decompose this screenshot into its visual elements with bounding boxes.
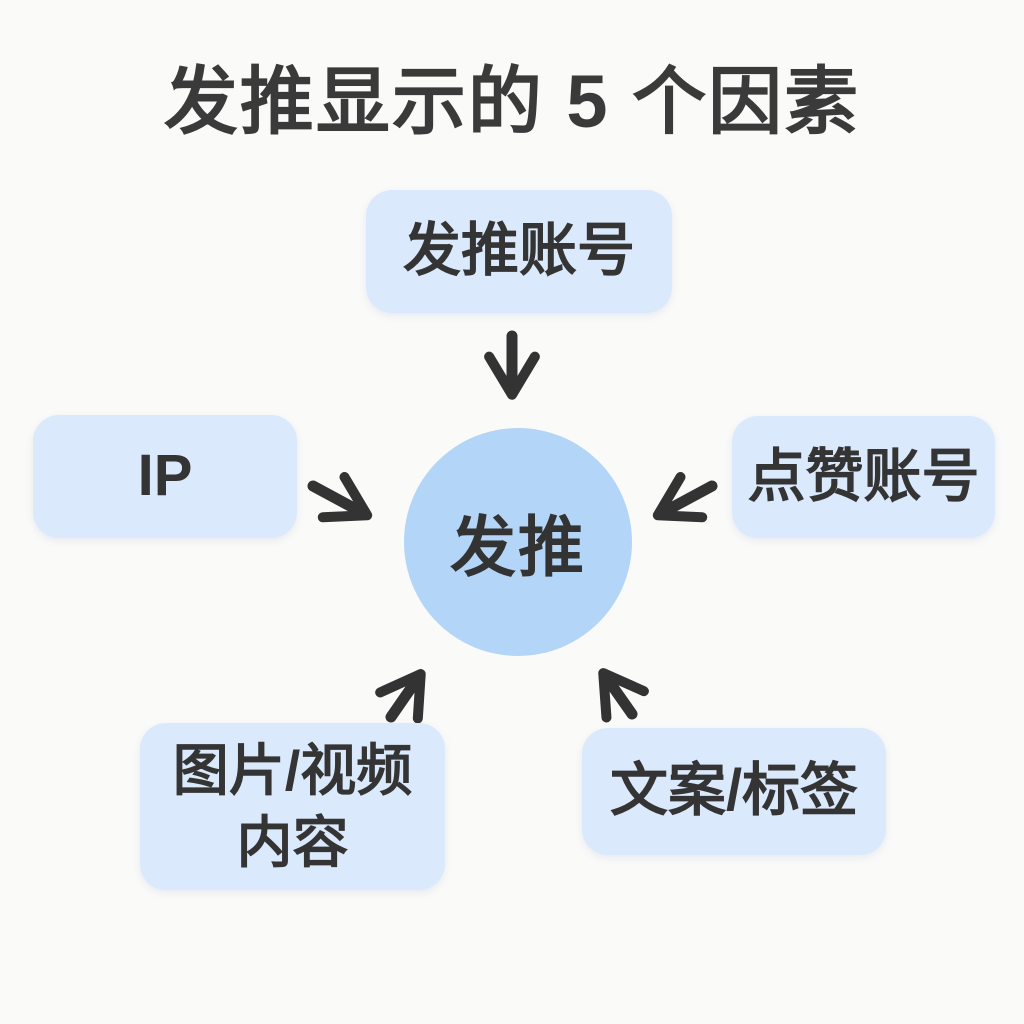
factor-box-image-video-content: 图片/视频 内容 [140,723,445,890]
factor-label-line1: 图片/视频 [172,738,413,802]
factor-label: IP [137,443,193,509]
factor-label-line2: 内容 [236,810,349,874]
hub-circle-tweet: 发推 [404,428,632,656]
factor-box-ip: IP [33,415,297,538]
hub-label: 发推 [450,510,586,584]
arrow-bottom-left-to-center [375,669,426,724]
arrow-right-to-center [652,472,718,523]
factor-box-copy-tags: 文案/标签 [582,728,886,855]
factor-box-like-account: 点赞账号 [732,416,995,538]
factor-box-tweet-account: 发推账号 [366,190,672,313]
factor-label: 点赞账号 [747,443,980,509]
factor-label: 文案/标签 [609,758,859,824]
factor-label: 发推账号 [402,218,635,284]
arrow-bottom-right-to-center [598,668,649,723]
diagram-title: 发推显示的 5 个因素 [163,60,861,143]
arrow-left-to-center [307,472,373,523]
